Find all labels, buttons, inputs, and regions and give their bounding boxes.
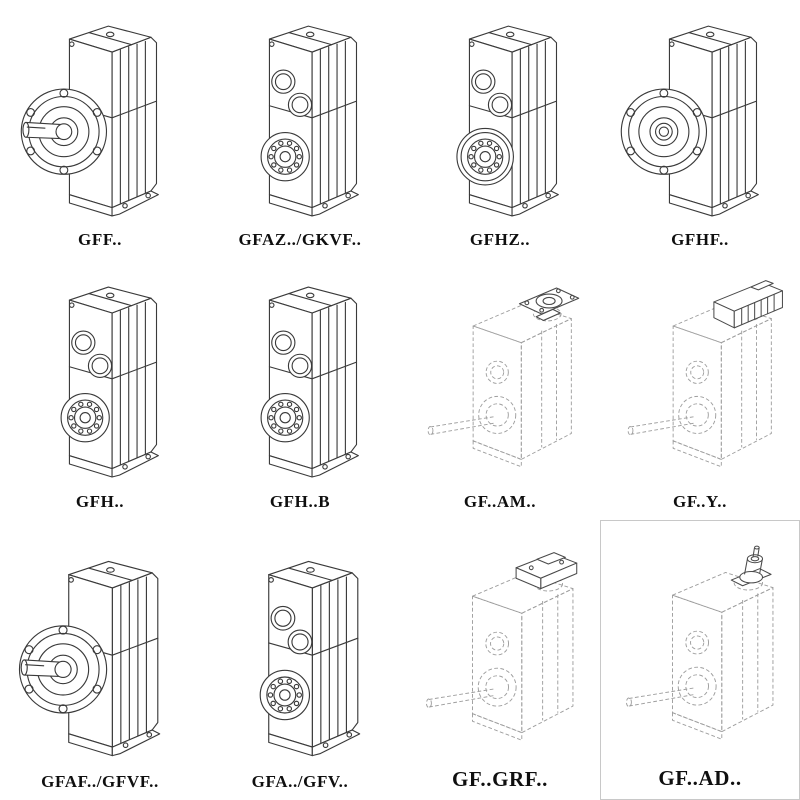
model-label: GF..Y.. <box>673 492 727 511</box>
gearbox-shaft-mounted-icon <box>61 287 158 477</box>
gearbox-drawing <box>12 275 188 490</box>
gearbox-with-motor-icon <box>628 281 782 467</box>
catalog-cell: GFAF../GFVF.. <box>0 520 200 800</box>
model-label: GF..GRF.. <box>451 767 549 791</box>
catalog-cell: GFAZ../GKVF.. <box>200 0 400 258</box>
model-label: GFAZ../GKVF.. <box>238 230 362 249</box>
gearbox-drawing <box>212 275 388 490</box>
catalog-cell: GF..AD.. <box>600 520 800 800</box>
model-label: GFHZ.. <box>469 230 531 249</box>
gearbox-shaft-mounted-icon <box>260 561 359 755</box>
gearbox-drawing <box>210 548 390 770</box>
gearbox-adapter-icon <box>626 546 772 739</box>
model-label: GFA../GFV.. <box>251 772 349 791</box>
model-label: GF..AM.. <box>463 492 537 511</box>
model-label: GFAF../GFVF.. <box>41 772 159 791</box>
gearbox-flange-shaft-icon <box>21 26 158 216</box>
catalog-cell: GFA../GFV.. <box>200 520 400 800</box>
model-label: GFH..B <box>269 492 331 511</box>
model-label: GFF.. <box>78 230 122 249</box>
gearbox-hollow-shaft-icon <box>457 26 558 216</box>
gearbox-drawing <box>612 275 788 490</box>
catalog-cell: GF..Y.. <box>600 258 800 520</box>
catalog-cell: GFH..B <box>200 258 400 520</box>
model-label: GF..AD.. <box>658 766 742 790</box>
model-label: GFHF.. <box>671 230 729 249</box>
gearbox-drawing <box>10 548 190 770</box>
gearbox-shaft-mounted-icon <box>261 26 358 216</box>
gearbox-drawing <box>612 15 788 228</box>
catalog-cell: GFF.. <box>0 0 200 258</box>
catalog-cell: GFH.. <box>0 258 200 520</box>
gearbox-drawing <box>410 543 590 765</box>
gearbox-drawing <box>12 15 188 228</box>
catalog-cell: GFHZ.. <box>400 0 600 258</box>
gearbox-drawing <box>412 15 588 228</box>
catalog-cell: GFHF.. <box>600 0 800 258</box>
catalog-cell: GF..AM.. <box>400 258 600 520</box>
gearbox-drawing <box>412 275 588 490</box>
gearbox-flange-shaft-icon <box>19 561 159 755</box>
model-label: GFH.. <box>75 492 125 511</box>
catalog-cell: GF..GRF.. <box>400 520 600 800</box>
gearbox-cover-icon <box>426 553 576 741</box>
gearbox-motor-flange-icon <box>428 288 579 467</box>
gearbox-drawing <box>610 542 790 764</box>
gearbox-shaft-mounted-icon <box>261 287 358 477</box>
gearbox-drawing <box>212 15 388 228</box>
gearbox-flange-hollow-icon <box>621 26 758 216</box>
